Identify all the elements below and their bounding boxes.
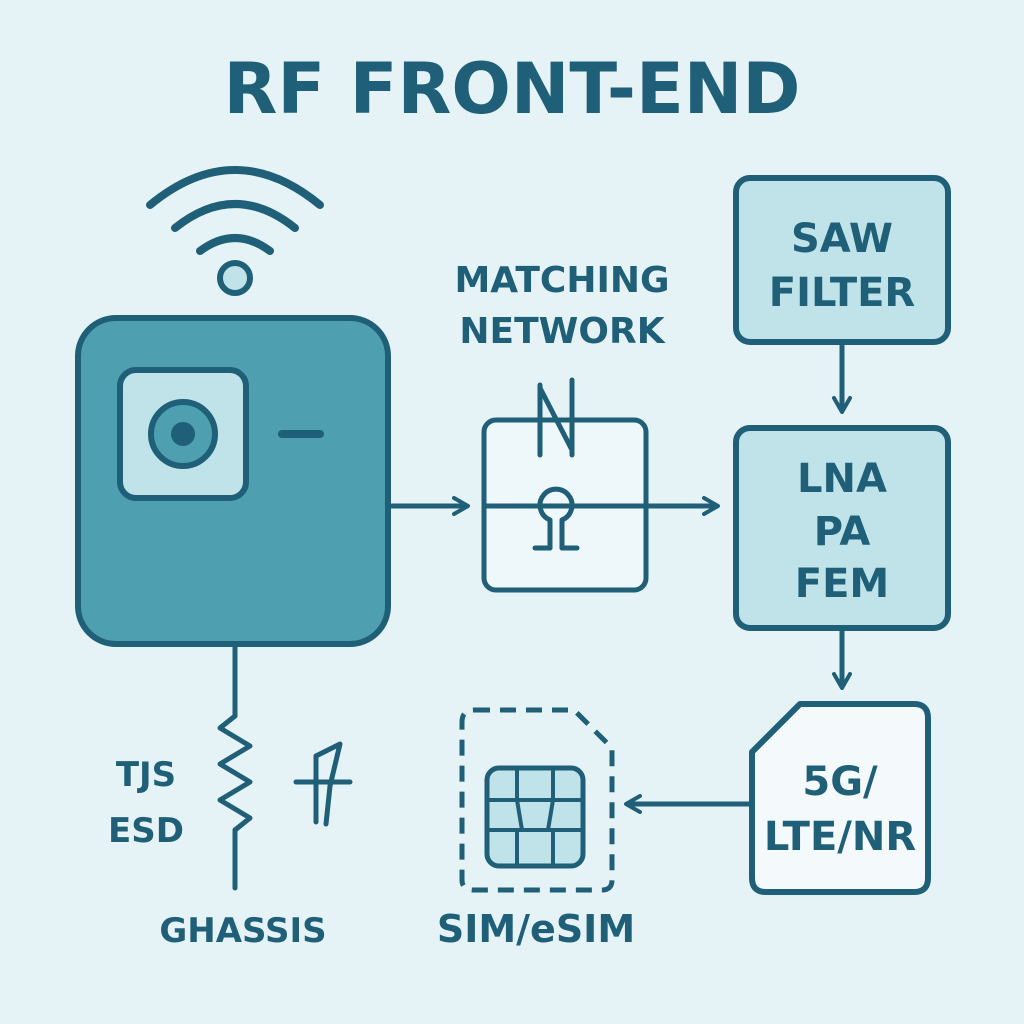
device-module xyxy=(75,315,391,647)
esd-label: ESD xyxy=(108,811,184,851)
lna-label: LNA xyxy=(797,456,887,502)
cellular-card-block: 5G/ LTE/NR xyxy=(749,701,931,895)
matching-network-label-line2: NETWORK xyxy=(459,311,665,352)
fem-label: FEM xyxy=(795,561,889,607)
wifi-icon xyxy=(146,166,324,296)
chassis-label: GHASSIS xyxy=(159,911,326,951)
pa-label: PA xyxy=(814,509,871,555)
sim-label: SIM/eSIM xyxy=(437,907,635,951)
resistor-icon xyxy=(217,713,253,833)
matching-network-block xyxy=(481,377,649,593)
saw-filter-label-line1: SAW xyxy=(791,216,893,262)
camera-lens-icon xyxy=(148,399,218,469)
inductor-icon xyxy=(532,486,580,551)
saw-filter-block: SAW FILTER xyxy=(733,175,951,345)
cellular-label-line1: 5G/ xyxy=(802,759,878,805)
sim-card-block xyxy=(459,707,615,893)
cellular-label-line2: LTE/NR xyxy=(764,814,916,860)
tvs-label: TJS xyxy=(116,755,176,795)
tvs-diode-icon xyxy=(293,741,353,827)
matching-network-label-line1: MATCHING xyxy=(454,260,669,301)
diagram-title: RF FRONT-END xyxy=(224,48,801,130)
chassis-ground-line xyxy=(217,641,253,891)
saw-filter-label-line2: FILTER xyxy=(769,270,915,316)
capacitor-icon xyxy=(537,377,575,458)
lna-pa-fem-block: LNA PA FEM xyxy=(733,425,951,631)
sim-chip-icon xyxy=(484,765,586,869)
